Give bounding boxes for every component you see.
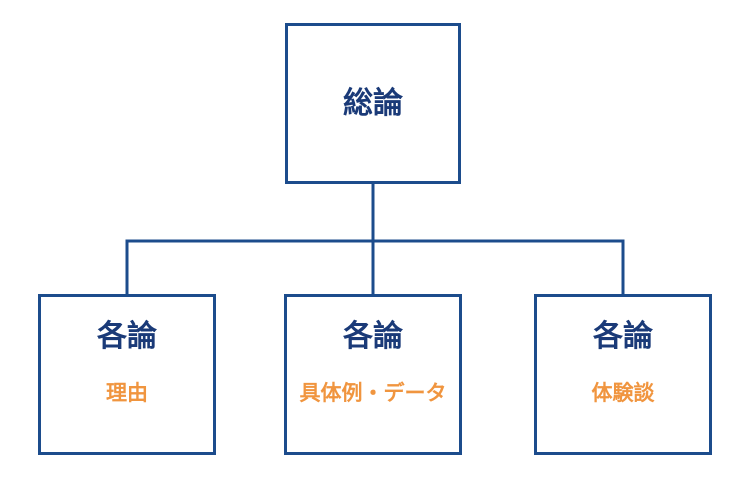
child-node-sublabel: 体験談	[591, 382, 655, 405]
child-node-sublabel: 理由	[106, 382, 148, 405]
child-node-label: 各論	[593, 320, 653, 353]
child-node-label: 各論	[97, 320, 157, 353]
child-node-reason: 各論 理由	[38, 294, 216, 455]
child-node-label: 各論	[343, 320, 403, 353]
child-node-examples-data: 各論 具体例・データ	[284, 294, 462, 455]
root-node-label: 総論	[343, 86, 403, 120]
child-node-experience: 各論 体験談	[534, 294, 712, 455]
child-node-sublabel: 具体例・データ	[299, 382, 447, 405]
root-node: 総論	[285, 23, 461, 184]
